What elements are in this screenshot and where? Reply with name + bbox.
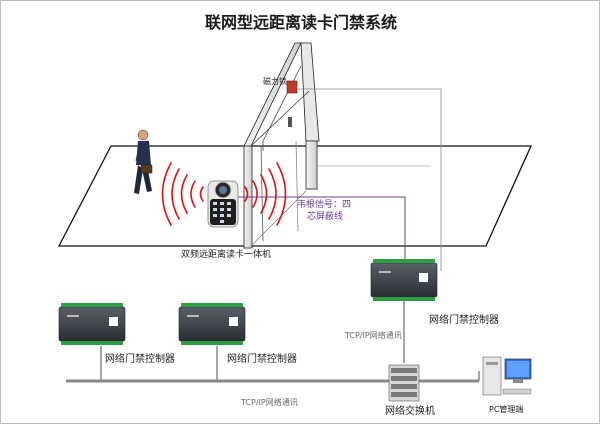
card-reader-icon bbox=[207, 180, 239, 228]
signal-waves-left bbox=[161, 162, 204, 226]
signal-waves-right bbox=[244, 162, 287, 226]
controller-mid-label: 网络门禁控制器 bbox=[227, 354, 297, 365]
diagram-title: 联网型远距离读卡门禁系统 bbox=[204, 13, 397, 32]
person-icon bbox=[134, 129, 153, 194]
magnetic-lock-label: 磁力锁 bbox=[263, 77, 287, 86]
switch-label: 网络交换机 bbox=[385, 406, 435, 417]
controller-left-label: 网络门禁控制器 bbox=[105, 354, 175, 365]
tcpip-lower-label: TCP/IP网络通讯 bbox=[241, 398, 298, 407]
lock-wire bbox=[297, 88, 442, 271]
wiegand-cable bbox=[237, 196, 406, 263]
wiegand-label-line2: 芯屏蔽线 bbox=[307, 212, 344, 222]
controller-top-label: 网络门禁控制器 bbox=[429, 315, 499, 326]
magnetic-lock-icon bbox=[286, 80, 298, 94]
floor-plane bbox=[57, 145, 533, 247]
tcpip-upper-label: TCP/IP网络通讯 bbox=[345, 331, 402, 340]
controller-mid-device bbox=[178, 303, 246, 345]
pc-icon bbox=[482, 356, 532, 396]
wiegand-label-line1: 韦根信号：四 bbox=[297, 200, 352, 210]
reader-label: 双频远距离读卡一体机 bbox=[181, 250, 272, 260]
controller-top-device bbox=[370, 259, 438, 301]
network-switch-icon bbox=[388, 364, 420, 402]
door-handle-icon bbox=[288, 117, 292, 127]
pc-label: PC管理端 bbox=[489, 405, 524, 414]
controller-left-device bbox=[58, 303, 126, 345]
